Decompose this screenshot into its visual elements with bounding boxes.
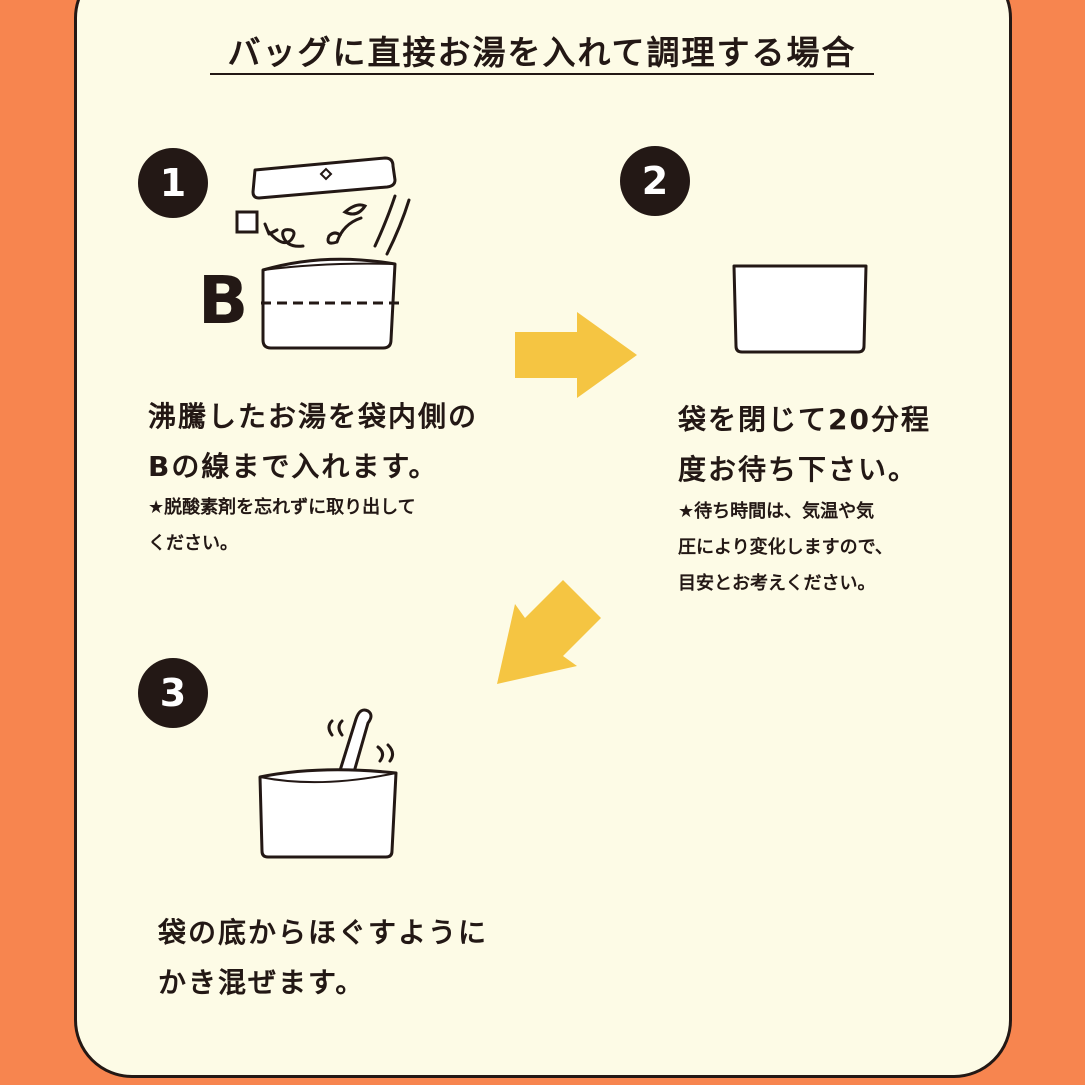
arrow-right-icon — [515, 312, 637, 398]
steam-icon — [327, 719, 395, 763]
page-title: バッグに直接お湯を入れて調理する場合 — [227, 33, 857, 72]
pour-water-icon — [326, 194, 411, 256]
step-3-text: 袋の底からほぐすように かき混ぜます。 — [158, 908, 488, 1008]
step-2-text: 袋を閉じて20分程 度お待ち下さい。 — [678, 395, 931, 495]
step-1-note-line: ★脱酸素剤を忘れずに取り出して — [148, 497, 416, 518]
step-1-note-line: ください。 — [148, 533, 238, 554]
closed-bag-icon — [732, 264, 868, 354]
step-2-text-line: 度お待ち下さい。 — [678, 453, 919, 486]
step-1-text: 沸騰したお湯を袋内側の Bの線まで入れます。 — [148, 392, 478, 492]
step-3-illustration — [258, 708, 398, 859]
step-2-note: ★待ち時間は、気温や気 圧により変化しますので、 目安とお考えください。 — [678, 494, 893, 602]
title-underline — [210, 73, 874, 75]
bag-icon — [258, 768, 398, 859]
step-2-note-line: ★待ち時間は、気温や気 — [678, 501, 875, 522]
step-1-note: ★脱酸素剤を忘れずに取り出して ください。 — [148, 490, 416, 562]
instruction-card — [74, 0, 1012, 1078]
step-3-text-line: かき混ぜます。 — [158, 966, 366, 999]
step-1-text-line: Bの線まで入れます。 — [148, 450, 439, 483]
step-1-number-badge: 1 — [138, 148, 208, 218]
arrow-down-left-icon — [497, 580, 601, 684]
step-3-text-line: 袋の底からほぐすように — [158, 916, 489, 949]
bag-line-label: B — [198, 262, 249, 339]
step-2-note-line: 目安とお考えください。 — [678, 573, 876, 594]
oxygen-absorber-icon — [235, 210, 305, 248]
step-2-text-line: 袋を閉じて20分程 — [678, 403, 931, 436]
step-2-number-badge: 2 — [620, 146, 690, 216]
bag-tear-strip-icon — [251, 156, 397, 200]
bag-icon — [261, 257, 403, 350]
step-1-illustration — [235, 156, 411, 350]
step-3-number-badge: 3 — [138, 658, 208, 728]
step-2-note-line: 圧により変化しますので、 — [678, 537, 893, 558]
step-2-illustration — [732, 264, 868, 354]
step-1-text-line: 沸騰したお湯を袋内側の — [148, 400, 479, 433]
